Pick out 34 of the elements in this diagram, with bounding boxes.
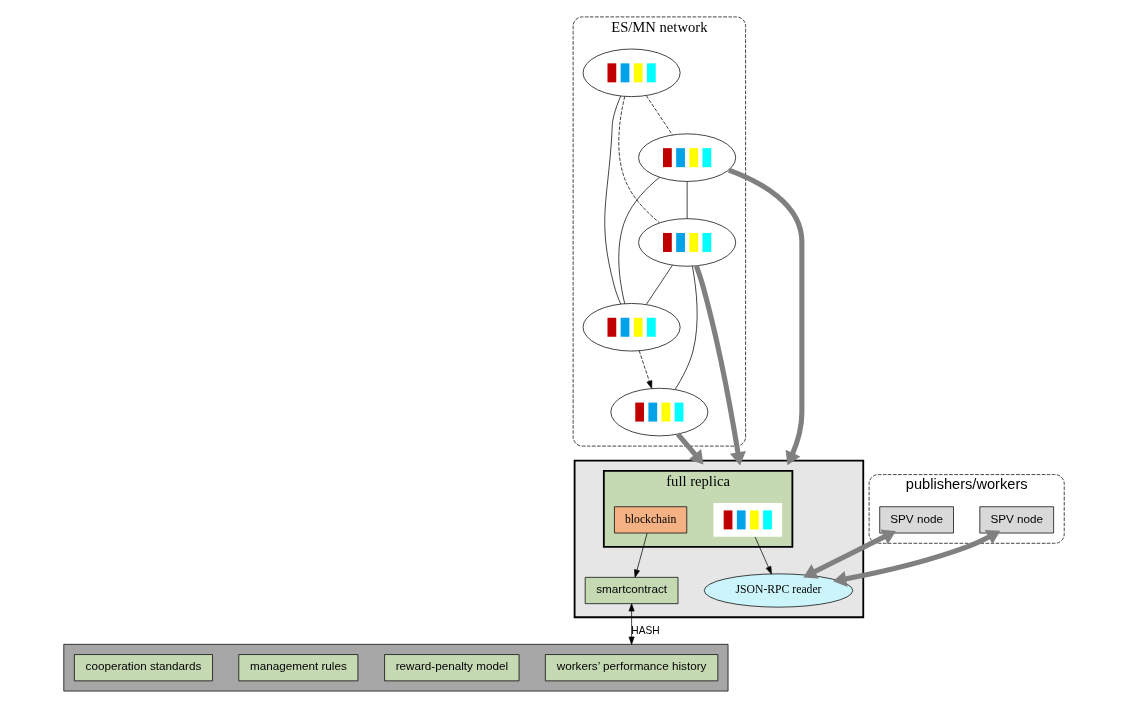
node-box: workers’ performance history [544,654,718,682]
arrow [628,603,635,645]
node-cloud [582,303,680,352]
arrow [802,529,896,579]
connector [617,177,660,305]
arrow [754,536,772,575]
arrow [832,530,1000,587]
cluster [573,459,864,619]
arrow [675,432,703,465]
arrow [693,265,746,466]
node-cloud [637,133,736,182]
arrow [727,167,804,466]
connector [686,181,687,219]
node-box: reward-penalty model [383,654,519,682]
node-box [712,503,782,537]
connector [674,265,698,390]
node-box: blockchain [613,506,687,534]
arrow [638,350,652,389]
node-cloud [582,48,680,97]
connector [603,95,621,305]
edge-label: HASH [630,624,660,636]
connector [645,95,673,136]
node-box: management rules [237,654,358,682]
node-box: SPV node [878,506,954,534]
node-box: smartcontract [584,577,678,605]
node-ellipse: JSON-RPC reader [703,573,853,608]
connector [617,96,660,224]
connector [645,264,673,305]
node-cloud [637,218,736,267]
node-cloud [609,387,708,437]
node-box: cooperation standards [73,654,213,682]
cluster: ES/MN network [572,16,746,447]
node-box: SPV node [978,506,1054,534]
cluster [62,643,728,692]
